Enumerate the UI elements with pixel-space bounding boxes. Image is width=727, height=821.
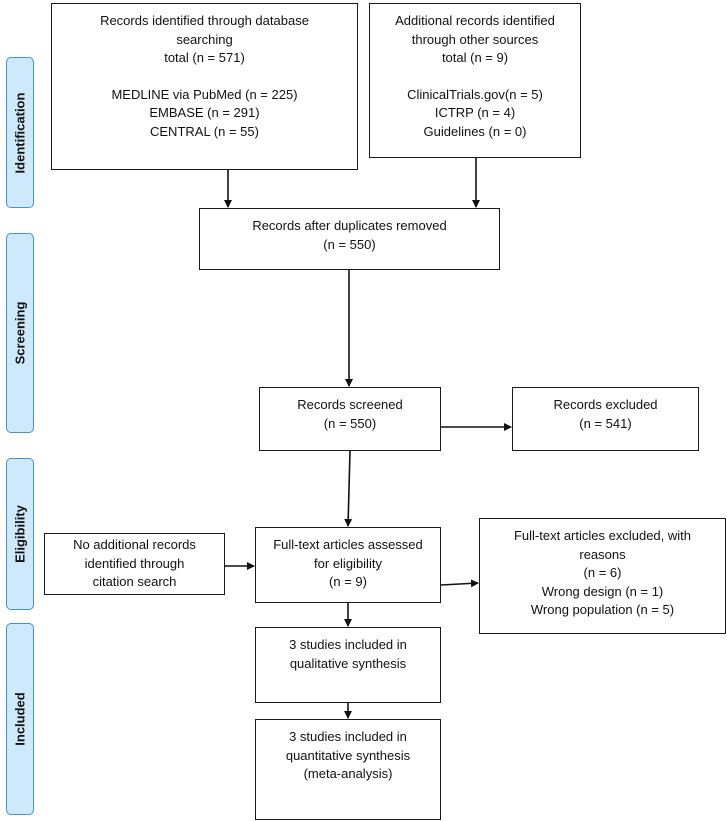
box-text: 3 studies included in <box>289 729 407 744</box>
box-text: quantitative synthesis <box>285 747 411 763</box>
citation-search-box: No additional records identified through… <box>44 533 225 595</box>
box-text: Records after duplicates removed <box>252 218 447 233</box>
stage-included: Included <box>6 623 34 815</box>
box-text: ClinicalTrials.gov(n = 5) <box>407 86 543 102</box>
box-text: (n = 541) <box>579 415 632 431</box>
after-duplicates-box: Records after duplicates removed (n = 55… <box>199 208 500 270</box>
box-text: Records identified through database <box>100 13 309 28</box>
box-text: (n = 550) <box>323 236 376 252</box>
database-records-box: Records identified through database sear… <box>51 3 358 170</box>
box-text: for eligibility <box>314 555 382 571</box>
box-text: ICTRP (n = 4) <box>434 105 516 120</box>
box-text: (n = 9) <box>329 574 367 589</box>
excluded-box: Records excluded (n = 541) <box>512 387 699 451</box>
box-text: qualitative synthesis <box>289 655 407 671</box>
stage-screening: Screening <box>6 233 34 433</box>
box-text: Full-text articles assessed <box>273 537 423 552</box>
screened-box: Records screened (n = 550) <box>259 387 441 451</box>
box-text: reasons <box>579 546 626 562</box>
other-records-box: Additional records identified through ot… <box>369 3 581 158</box>
box-text: searching <box>176 31 233 47</box>
stage-identification: Identification <box>6 57 34 208</box>
qualitative-synthesis-box: 3 studies included in qualitative synthe… <box>255 627 441 703</box>
box-text: Wrong design (n = 1) <box>541 583 664 599</box>
arrow-fulltext-to-excluded <box>440 579 479 588</box>
box-text: (n = 6) <box>583 565 622 580</box>
box-text: CENTRAL (n = 55) <box>150 123 259 139</box>
fulltext-assessed-box: Full-text articles assessed for eligibil… <box>255 527 441 603</box>
box-text: Wrong population (n = 5) <box>530 602 675 617</box>
arrow-screened-to-fulltext <box>344 450 353 527</box>
box-text: identified through <box>84 555 185 571</box>
box-text: through other sources <box>411 31 539 47</box>
box-text: (n = 550) <box>323 415 377 431</box>
box-text: citation search <box>92 574 177 590</box>
quantitative-synthesis-box: 3 studies included in quantitative synth… <box>255 719 441 820</box>
box-text: No additional records <box>73 537 196 553</box>
box-text: MEDLINE via PubMed (n = 225) <box>111 86 298 102</box>
stage-eligibility: Eligibility <box>6 458 34 610</box>
box-text: Full-text articles excluded, with <box>513 528 691 543</box>
box-text: 3 studies included in <box>289 637 407 652</box>
box-text: total (n = 9) <box>441 50 509 65</box>
box-text: (meta-analysis) <box>303 766 393 781</box>
box-text: total (n = 571) <box>164 50 245 65</box>
box-text: EMBASE (n = 291) <box>149 105 260 120</box>
fulltext-excluded-box: Full-text articles excluded, with reason… <box>479 518 726 634</box>
box-text: Records screened <box>297 397 403 412</box>
box-text: Additional records identified <box>395 13 555 28</box>
box-text: Records excluded <box>553 397 658 412</box>
box-text: Guidelines (n = 0) <box>423 123 527 139</box>
